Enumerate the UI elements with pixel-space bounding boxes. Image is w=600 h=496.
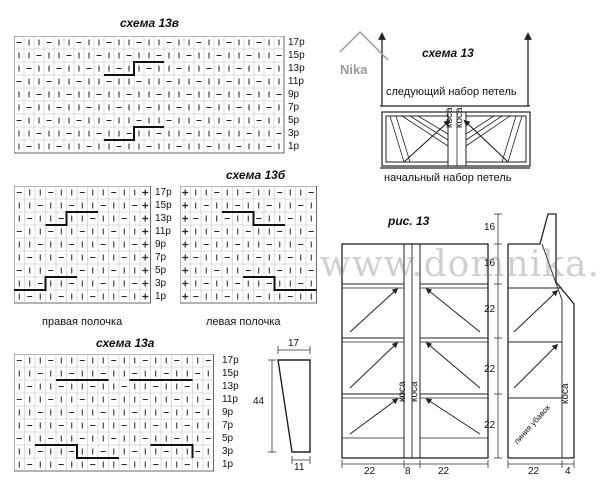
plus-stitch-symbol	[142, 228, 149, 235]
plus-stitch-symbol	[182, 215, 189, 222]
figure-13-diagram	[341, 213, 575, 468]
kosa-label-right: коса	[454, 107, 465, 128]
dim-right-3: 22	[484, 304, 496, 315]
row-label: 1р	[222, 459, 234, 470]
row-label: 9р	[222, 407, 234, 418]
right-front-caption: правая полочка	[42, 316, 123, 328]
row-label: 15р	[222, 368, 239, 379]
row-label: 13р	[288, 63, 305, 74]
row-label: 15р	[155, 200, 172, 211]
scheme-13v-row-labels: 17р 15р 13р 11р 9р 7р 5р 3р 1р	[288, 36, 318, 153]
row-label: 1р	[288, 141, 300, 152]
scheme-13v-title: схема 13в	[120, 16, 180, 30]
dim-bottom-1: 22	[364, 466, 376, 477]
initial-cast-on-label: начальный набор петель	[384, 172, 512, 184]
dim-bottom-3: 22	[438, 466, 450, 477]
scheme-13-diagram	[339, 30, 532, 169]
scheme-13v-grid	[14, 36, 285, 154]
pattern-step-line	[243, 276, 317, 291]
sleeve-bottom-dim: 11	[294, 462, 305, 473]
dim-right-2: 16	[484, 258, 496, 269]
row-label: 5р	[155, 265, 167, 276]
scheme-13b-row-labels: 17р 15р 13р 11р 9р 7р 5р 3р 1р	[155, 186, 183, 303]
plus-stitch-symbol	[182, 228, 189, 235]
dim-right-5: 22	[484, 420, 496, 431]
row-label: 13р	[222, 381, 239, 392]
dim-bottom-2: 8	[405, 466, 411, 477]
row-label: 7р	[155, 252, 167, 263]
pattern-step-line	[104, 126, 164, 141]
plus-stitch-symbol	[142, 189, 149, 196]
row-label: 9р	[288, 89, 300, 100]
plus-stitch-symbol	[142, 293, 149, 300]
row-label: 5р	[288, 115, 300, 126]
plus-stitch-symbol	[182, 189, 189, 196]
scheme-13a-grid	[14, 354, 214, 472]
figure-13-title: рис. 13	[388, 214, 430, 228]
figure-kosa-left: коса	[397, 381, 408, 402]
nika-logo: Nika	[340, 62, 368, 77]
dim-right-4: 22	[484, 364, 496, 375]
dim-side-bottom-1: 22	[528, 466, 540, 477]
pattern-step-line	[104, 61, 164, 76]
pattern-step-line	[14, 276, 77, 291]
plus-stitch-symbol	[182, 202, 189, 209]
figure-kosa-right: коса	[409, 381, 420, 402]
pattern-step-line	[222, 211, 285, 226]
pattern-step-line	[45, 211, 98, 226]
sleeve-height-dim: 44	[253, 396, 265, 407]
row-label: 17р	[288, 37, 305, 48]
row-label: 7р	[288, 102, 300, 113]
dim-right-1: 16	[484, 222, 496, 233]
row-label: 5р	[222, 433, 234, 444]
sleeve-diagram	[268, 346, 311, 464]
left-front-caption: левая полочка	[206, 316, 281, 328]
plus-stitch-symbol	[182, 241, 189, 248]
scheme-13a-title: схема 13а	[96, 336, 155, 350]
plus-stitch-symbol	[142, 254, 149, 261]
plus-stitch-symbol	[142, 241, 149, 248]
row-label: 11р	[222, 394, 238, 405]
pattern-step-line	[150, 444, 194, 458]
row-label: 7р	[222, 420, 234, 431]
plus-stitch-symbol	[142, 202, 149, 209]
row-label: 11р	[288, 76, 304, 87]
row-label: 3р	[288, 128, 300, 139]
plus-stitch-symbol	[182, 267, 189, 274]
row-label: 11р	[155, 226, 171, 237]
row-label: 1р	[155, 291, 167, 302]
sleeve-shape	[277, 359, 311, 453]
scheme-13a-row-labels: 17р 15р 13р 11р 9р 7р 5р 3р 1р	[222, 354, 250, 471]
plus-stitch-symbol	[142, 267, 149, 274]
row-label: 3р	[155, 278, 167, 289]
row-label: 3р	[222, 446, 234, 457]
row-label: 15р	[288, 50, 305, 61]
dim-side-bottom-2: 4	[565, 466, 571, 477]
plus-stitch-symbol	[182, 293, 189, 300]
row-label: 13р	[155, 213, 172, 224]
next-cast-on-label: следующий набор петель	[386, 86, 517, 98]
scheme-13-title: схема 13	[422, 46, 474, 60]
row-label: 17р	[222, 355, 239, 366]
plus-stitch-symbol	[182, 254, 189, 261]
plus-stitch-symbol	[142, 215, 149, 222]
plus-stitch-symbol	[182, 280, 189, 287]
row-label: 17р	[155, 187, 172, 198]
scheme-13b-title: схема 13б	[226, 168, 286, 182]
figure-kosa-side: коса	[560, 383, 571, 404]
row-label: 9р	[155, 239, 167, 250]
scheme-13b-right-grid	[180, 186, 317, 304]
scheme-13b-left-grid	[14, 186, 151, 304]
plus-stitch-symbol	[142, 280, 149, 287]
sleeve-top-dim: 17	[288, 338, 300, 349]
pattern-step-line	[35, 444, 119, 459]
